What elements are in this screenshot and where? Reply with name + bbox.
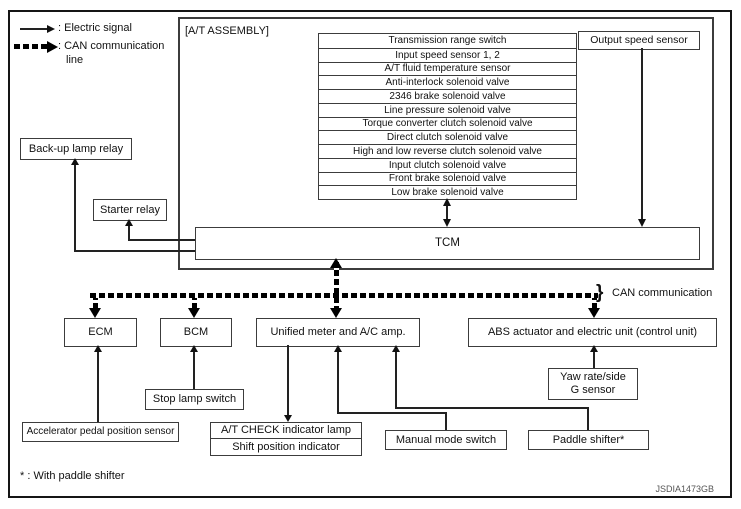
- connector-yaw-abs: [593, 350, 595, 368]
- accelerator-sensor-box: Accelerator pedal position sensor: [22, 422, 179, 442]
- component-row: Input speed sensor 1, 2: [319, 47, 576, 62]
- can-arrow-down-into-meter-icon: [330, 308, 342, 318]
- connector-meter-atcheck: [287, 345, 289, 416]
- can-arrow-down-into-bcm-icon: [188, 308, 200, 318]
- component-row: Direct clutch solenoid valve: [319, 130, 576, 144]
- unified-meter-box: Unified meter and A/C amp.: [256, 318, 420, 347]
- shift-position-indicator-label: Shift position indicator: [232, 440, 340, 453]
- at-check-indicator-box: A/T CHECK indicator lamp Shift position …: [210, 422, 362, 456]
- component-row: Front brake solenoid valve: [319, 171, 576, 186]
- at-check-indicator-label: A/T CHECK indicator lamp: [211, 423, 361, 439]
- legend-can-label: : CAN communication: [58, 40, 165, 52]
- paddle-shifter-box: Paddle shifter*: [528, 430, 649, 450]
- abs-unit-box: ABS actuator and electric unit (control …: [468, 318, 717, 347]
- legend-can-line: [14, 44, 48, 49]
- arrow-up-into-abs-icon: [590, 345, 598, 352]
- figure-code: JSDIA1473GB: [655, 484, 714, 494]
- legend-electric-label: : Electric signal: [58, 22, 132, 34]
- arrow-up-into-backup-icon: [71, 158, 79, 165]
- connector-tcm-starter-v: [128, 224, 130, 240]
- connector-tcm-starter-h: [128, 239, 195, 241]
- can-stub-ecm: [93, 298, 98, 309]
- ecm-box: ECM: [64, 318, 137, 347]
- arrow-up-into-meter-2-icon: [392, 345, 400, 352]
- arrow-down-into-tcm-icon: [637, 219, 646, 227]
- connector-accel-ecm: [97, 350, 99, 422]
- connector-output-speed-tcm: [641, 48, 643, 220]
- can-brace-icon: }: [596, 282, 604, 303]
- at-assembly-box: [178, 17, 714, 270]
- component-row: Line pressure solenoid valve: [319, 102, 576, 117]
- connector-paddle-v2: [587, 407, 589, 430]
- output-speed-sensor-box: Output speed sensor: [578, 31, 700, 50]
- arrow-up-into-ecm-icon: [94, 345, 102, 352]
- component-row: Low brake solenoid valve: [319, 185, 576, 199]
- yaw-rate-line2: G sensor: [570, 384, 616, 396]
- can-bus-label: CAN communication: [612, 287, 713, 299]
- arrow-up-into-bcm-icon: [190, 345, 198, 352]
- yaw-rate-line1: Yaw rate/side: [560, 371, 626, 384]
- legend-can-arrow-icon: [47, 40, 58, 53]
- connector-paddle-v1: [395, 350, 397, 408]
- diagram-border: [8, 10, 732, 498]
- stop-lamp-switch-box: Stop lamp switch: [145, 389, 244, 410]
- connector-manual-v1: [337, 350, 339, 413]
- component-row: Anti-interlock solenoid valve: [319, 75, 576, 89]
- component-row: Torque converter clutch solenoid valve: [319, 116, 576, 131]
- component-row: High and low reverse clutch solenoid val…: [319, 144, 576, 158]
- connector-tcm-backup-v: [74, 163, 76, 251]
- can-stub-bcm: [192, 298, 197, 309]
- manual-mode-switch-box: Manual mode switch: [385, 430, 507, 450]
- arrow-up-into-starter-icon: [125, 219, 133, 226]
- legend-electric-arrow-icon: [47, 24, 55, 33]
- component-row: 2346 brake solenoid valve: [319, 89, 576, 103]
- tcm-box: TCM: [195, 227, 700, 260]
- component-row: Input clutch solenoid valve: [319, 157, 576, 172]
- connector-manual-v2: [445, 412, 447, 430]
- can-bus-horizontal: [90, 293, 598, 298]
- arrow-down-into-tcm2-icon: [442, 219, 451, 227]
- connector-tcm-backup-h: [74, 250, 195, 252]
- connector-list-tcm: [446, 203, 448, 223]
- legend-electric-line: [20, 28, 48, 30]
- can-arrow-up-into-tcm-icon: [330, 258, 342, 268]
- backup-lamp-relay-box: Back-up lamp relay: [20, 138, 132, 160]
- bcm-box: BCM: [160, 318, 232, 347]
- connector-stoplamp-bcm: [193, 350, 195, 389]
- can-stub-abs: [592, 298, 597, 309]
- can-trunk-vertical: [334, 262, 339, 312]
- can-arrow-down-into-ecm-icon: [89, 308, 101, 318]
- at-component-list: Transmission range switch Input speed se…: [318, 33, 577, 200]
- arrow-up-into-list-icon: [442, 198, 451, 206]
- can-arrow-down-into-abs-icon: [588, 308, 600, 318]
- arrow-down-into-atcheck-icon: [284, 415, 292, 422]
- component-row: Transmission range switch: [388, 35, 507, 47]
- arrow-up-into-meter-1-icon: [334, 345, 342, 352]
- footnote: * : With paddle shifter: [20, 470, 125, 482]
- legend-can-label-2: line: [66, 54, 84, 66]
- component-row: A/T fluid temperature sensor: [319, 61, 576, 76]
- starter-relay-box: Starter relay: [93, 199, 167, 221]
- connector-paddle-h: [395, 407, 588, 409]
- yaw-rate-sensor-box: Yaw rate/side G sensor: [548, 368, 638, 400]
- connector-manual-h: [337, 412, 446, 414]
- at-assembly-title: [A/T ASSEMBLY]: [185, 25, 269, 37]
